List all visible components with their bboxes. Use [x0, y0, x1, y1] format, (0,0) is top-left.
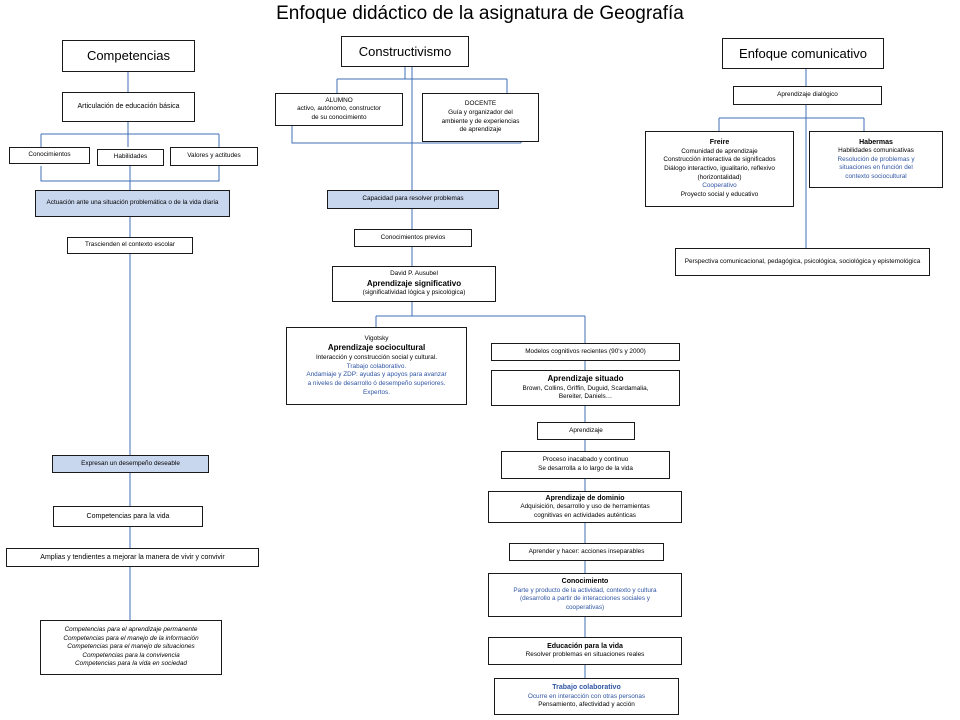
actuacion-box: Actuación ante una situación problemátic… [35, 190, 230, 217]
lista-item: Competencias para la vida en sociedad [75, 660, 187, 668]
lista-item: Competencias para el aprendizaje permane… [64, 625, 198, 633]
conocimientos-previos-box: Conocimientos previos [354, 229, 472, 247]
freire-box: Freire Comunidad de aprendizaje Construc… [645, 131, 794, 207]
articulacion-box: Articulación de educación básica [62, 92, 195, 122]
vigotsky-box: Vigotsky Aprendizaje sociocultural Inter… [286, 327, 467, 405]
lista-item: Competencias para la convivencia [82, 651, 180, 659]
constructivismo-header: Constructivismo [341, 36, 469, 67]
aprendizaje-box: Aprendizaje [537, 422, 635, 440]
habilidades-box: Habilidades [97, 149, 164, 166]
competencias-lista-box: Competencias para el aprendizaje permane… [40, 620, 222, 675]
conocimientos-box: Conocimientos [9, 147, 90, 164]
aprender-box: Aprender y hacer: acciones inseparables [509, 543, 664, 561]
modelos-box: Modelos cognitivos recientes (90's y 200… [491, 343, 680, 361]
lista-item: Competencias para el manejo de situacion… [67, 643, 195, 651]
capacidad-box: Capacidad para resolver problemas [327, 190, 499, 209]
amplias-box: Amplias y tendientes a mejorar la manera… [6, 548, 259, 567]
trascienden-box: Trascienden el contexto escolar [67, 237, 193, 254]
valores-box: Valores y actitudes [170, 147, 258, 166]
lista-item: Competencias para el manejo de la inform… [63, 634, 199, 642]
competencias-header: Competencias [62, 40, 195, 72]
perspectiva-box: Perspectiva comunicacional, pedagógica, … [675, 248, 930, 276]
enfoque-comunicativo-header: Enfoque comunicativo [722, 38, 884, 69]
dialogico-box: Aprendizaje dialógico [733, 86, 882, 105]
expresan-box: Expresan un desempeño deseable [52, 455, 209, 473]
competencias-vida-box: Competencias para la vida [53, 506, 203, 527]
habermas-box: Habermas Habilidades comunicativas Resol… [809, 131, 943, 188]
page-title: Enfoque didáctico de la asignatura de Ge… [276, 3, 684, 24]
